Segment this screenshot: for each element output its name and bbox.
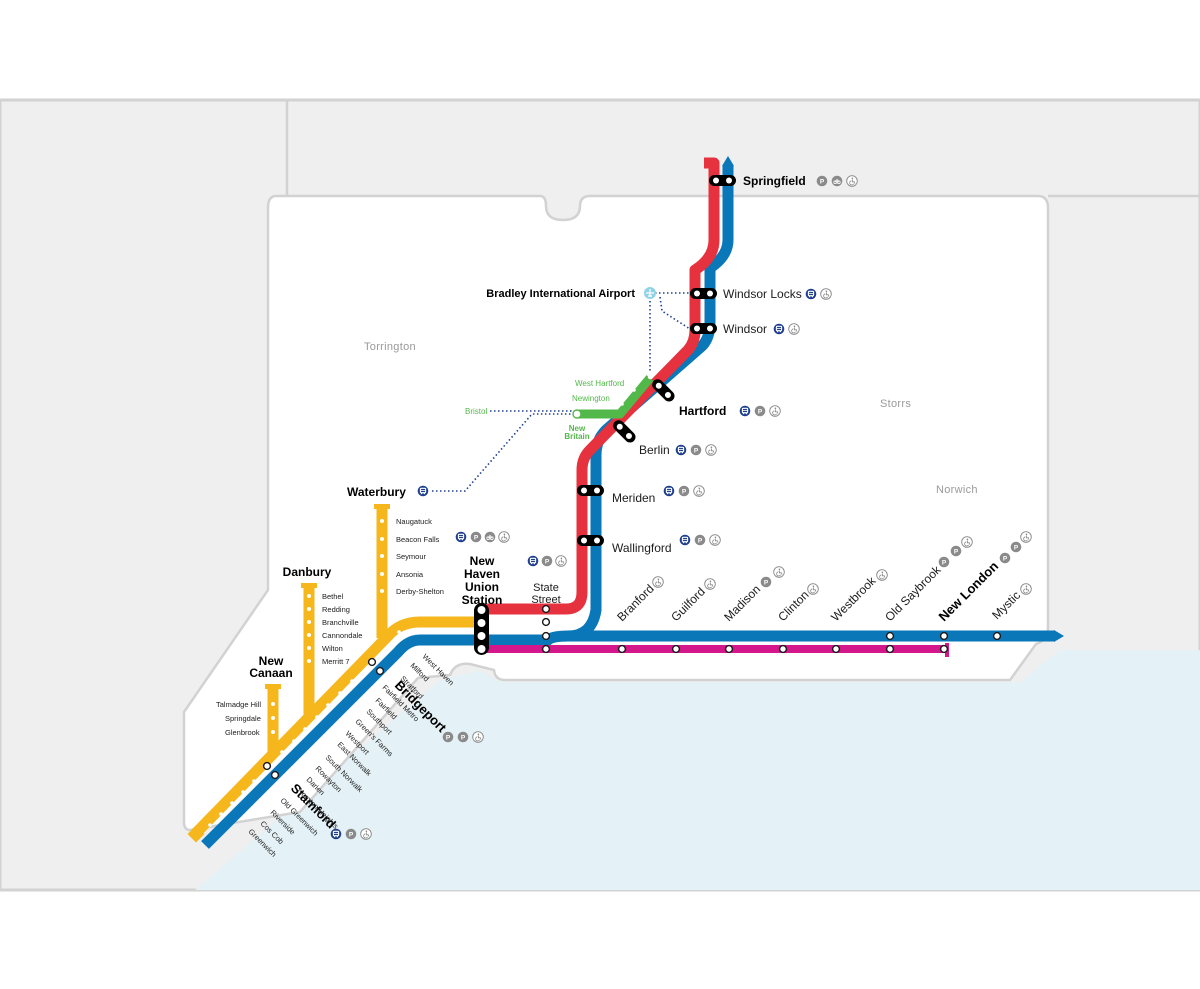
small-station-dots xyxy=(262,409,1002,780)
label-windsor-locks: Windsor Locks xyxy=(723,287,802,301)
geography xyxy=(0,98,1200,892)
ctfastrak-labels: West Hartford Newington New Britain Bris… xyxy=(465,379,624,441)
branch-line-ends xyxy=(187,504,390,843)
label-new-canaan-2: Canaan xyxy=(249,666,292,680)
label-danbury: Danbury xyxy=(283,565,332,579)
label-new-haven-4: Station xyxy=(462,593,503,607)
label-hartford: Hartford xyxy=(679,404,726,418)
new-haven-line-arrow-north xyxy=(722,156,734,166)
label-state-street-1: State xyxy=(533,582,559,594)
label-windsor: Windsor xyxy=(723,322,767,336)
waterbury-branch-stop-label: Ansonia xyxy=(396,570,424,579)
label-meriden: Meriden xyxy=(612,491,655,505)
label-newington: Newington xyxy=(572,394,610,403)
new-haven-line-arrow-east xyxy=(1054,630,1064,642)
waterbury-branch-stop-label: Seymour xyxy=(396,552,427,561)
label-waterbury: Waterbury xyxy=(347,485,406,499)
danbury-branch-stop-label: Merritt 7 xyxy=(322,657,350,666)
danbury-branch-labels: BethelReddingBranchvilleCannondaleWilton… xyxy=(322,592,362,666)
new-canaan-branch-stop-label: Talmadge Hill xyxy=(216,700,261,709)
water xyxy=(195,650,1200,890)
airport-icon xyxy=(644,287,656,299)
label-new-haven-1: New xyxy=(470,554,495,568)
label-state-street-2: Street xyxy=(531,594,560,606)
label-bristol: Bristol xyxy=(465,407,487,416)
label-new-britain-1: New xyxy=(569,424,586,433)
station-marker-hartford xyxy=(652,379,675,402)
station-marker-windsor xyxy=(690,323,717,334)
label-bradley: Bradley International Airport xyxy=(486,288,635,300)
new-canaan-branch-stop-label: Springdale xyxy=(225,714,261,723)
station-marker-meriden xyxy=(577,485,604,496)
new-canaan-branch-stop-label: Glenbrook xyxy=(225,728,260,737)
station-marker-berlin xyxy=(613,420,636,443)
town-labels: Torrington Storrs Norwich xyxy=(364,341,978,496)
label-new-canaan-1: New xyxy=(259,654,284,668)
station-marker-springfield xyxy=(709,175,736,186)
waterbury-branch-stop-label: Derby-Shelton xyxy=(396,587,444,596)
hartford-line xyxy=(480,157,720,615)
danbury-branch-stop-label: Bethel xyxy=(322,592,344,601)
waterbury-branch-stop-label: Naugatuck xyxy=(396,517,432,526)
label-new-britain-2: Britain xyxy=(564,432,589,441)
danbury-branch-stop-label: Wilton xyxy=(322,644,343,653)
town-storrs: Storrs xyxy=(880,398,911,410)
label-new-haven-3: Union xyxy=(465,580,499,594)
label-new-haven-2: Haven xyxy=(464,567,500,581)
waterbury-branch-stop-label: Beacon Falls xyxy=(396,535,440,544)
label-wallingford: Wallingford xyxy=(612,541,672,555)
label-berlin: Berlin xyxy=(639,443,670,457)
new-haven-line-yellow xyxy=(192,616,480,837)
station-marker-wallingford xyxy=(577,535,604,546)
town-torrington: Torrington xyxy=(364,341,416,353)
label-springfield: Springfield xyxy=(743,174,806,188)
danbury-branch-stop-label: Branchville xyxy=(322,618,359,627)
station-marker-windsor-locks xyxy=(690,288,717,299)
danbury-branch-stop-label: Cannondale xyxy=(322,631,362,640)
danbury-branch-stop-label: Redding xyxy=(322,605,350,614)
station-markers xyxy=(474,175,736,655)
town-norwich: Norwich xyxy=(936,484,978,496)
station-marker-new-haven xyxy=(474,603,489,655)
ctfastrak-line xyxy=(577,375,654,419)
label-west-hartford: West Hartford xyxy=(575,379,624,388)
branch-dots xyxy=(208,374,653,827)
